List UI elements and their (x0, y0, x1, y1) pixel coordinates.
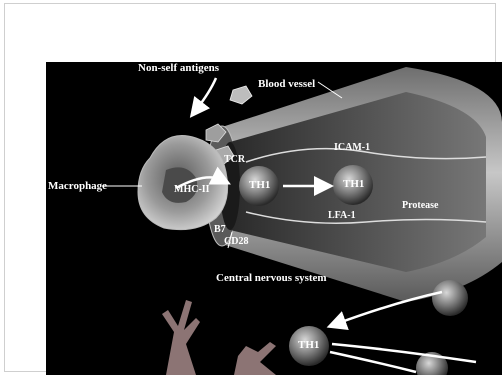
label-lfa-1: LFA-1 (328, 210, 356, 221)
label-b7: B7 (214, 224, 226, 235)
neuron-dendrites (162, 300, 276, 375)
label-protease: Protease (402, 200, 438, 211)
macrophage-cell (138, 136, 228, 230)
label-blood-vessel: Blood vessel (258, 78, 315, 90)
diagram-panel: Non-self antigens Blood vessel Macrophag… (46, 62, 502, 375)
diagram-svg (46, 62, 502, 375)
label-icam-1: ICAM-1 (334, 142, 370, 153)
label-th1-1: TH1 (249, 179, 270, 191)
label-non-self-antigens: Non-self antigens (138, 62, 219, 74)
label-central-nervous-system: Central nervous system (216, 272, 327, 284)
label-cd28: CD28 (224, 236, 248, 247)
label-mhc-ii: MHC-II (174, 184, 210, 195)
label-macrophage: Macrophage (48, 180, 107, 192)
label-th1-3: TH1 (298, 339, 319, 351)
label-th1-2: TH1 (343, 178, 364, 190)
label-tcr: TCR (224, 154, 245, 165)
